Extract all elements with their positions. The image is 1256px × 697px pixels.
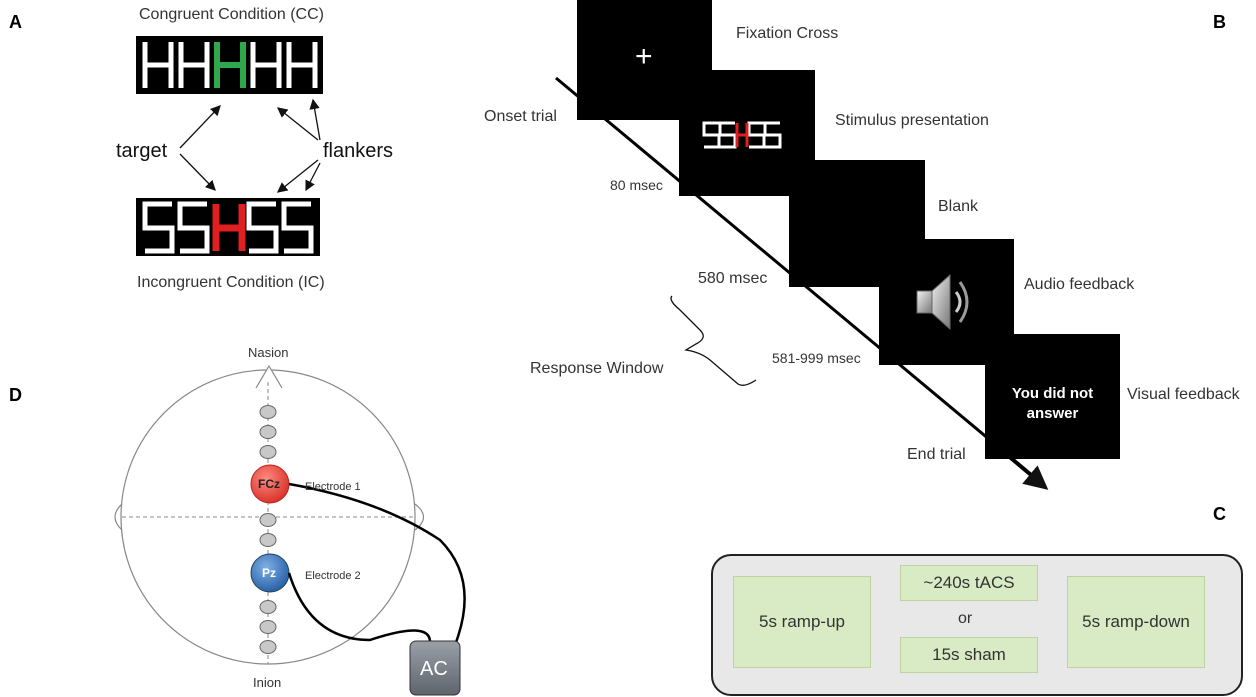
panel-letter-d: D bbox=[9, 385, 22, 405]
fixation-screen: + bbox=[577, 0, 712, 120]
blank-label: Blank bbox=[938, 198, 979, 215]
target-label: target bbox=[116, 140, 168, 162]
sham-box: 15s sham bbox=[900, 637, 1038, 673]
congruent-title: Congruent Condition (CC) bbox=[139, 6, 324, 23]
feedback-text-line1: You did not bbox=[1011, 385, 1094, 402]
fixation-cross-label: Fixation Cross bbox=[736, 25, 839, 42]
response-window-label: Response Window bbox=[530, 360, 664, 377]
panel-letter-a: A bbox=[9, 12, 22, 32]
feedback-text-line2: answer bbox=[1026, 405, 1079, 422]
incongruent-title: Incongruent Condition (IC) bbox=[137, 274, 325, 291]
flankers-label: flankers bbox=[323, 140, 394, 162]
time-581-label: 581-999 msec bbox=[772, 350, 861, 366]
panel-letter-b: B bbox=[1213, 12, 1226, 32]
ramp-up-box: 5s ramp-up bbox=[733, 576, 871, 668]
fcz-electrode-label: FCz bbox=[258, 477, 280, 491]
nasion-label: Nasion bbox=[248, 345, 289, 360]
or-label: or bbox=[958, 610, 973, 627]
head-diagram bbox=[114, 364, 466, 696]
stimulus-svg bbox=[702, 121, 782, 149]
response-window-brace bbox=[670, 295, 757, 386]
panel-a-arrows bbox=[179, 98, 321, 193]
inion-label: Inion bbox=[253, 675, 282, 690]
fixation-cross-symbol: + bbox=[635, 40, 653, 73]
time-80-label: 80 msec bbox=[610, 177, 663, 193]
incongruent-stimulus bbox=[136, 198, 320, 256]
stimulus-presentation-label: Stimulus presentation bbox=[835, 112, 989, 129]
timeline-arrow bbox=[1009, 456, 1049, 490]
visual-feedback-label: Visual feedback bbox=[1127, 386, 1240, 403]
audio-feedback-label: Audio feedback bbox=[1024, 276, 1135, 293]
time-580-label: 580 msec bbox=[698, 270, 768, 287]
panel-letter-c: C bbox=[1213, 504, 1226, 524]
end-trial-label: End trial bbox=[907, 446, 966, 463]
congruent-stimulus bbox=[136, 36, 323, 94]
visual-feedback-screen: You did not answer bbox=[985, 334, 1120, 459]
electrode-1-label: Electrode 1 bbox=[305, 481, 361, 493]
onset-trial-label: Onset trial bbox=[484, 108, 557, 125]
electrode-2-label: Electrode 2 bbox=[305, 570, 361, 582]
ramp-down-box: 5s ramp-down bbox=[1067, 576, 1205, 668]
tacs-box: ~240s tACS bbox=[900, 565, 1038, 601]
pz-electrode-label: Pz bbox=[262, 566, 277, 580]
ac-device-label: AC bbox=[420, 658, 448, 680]
